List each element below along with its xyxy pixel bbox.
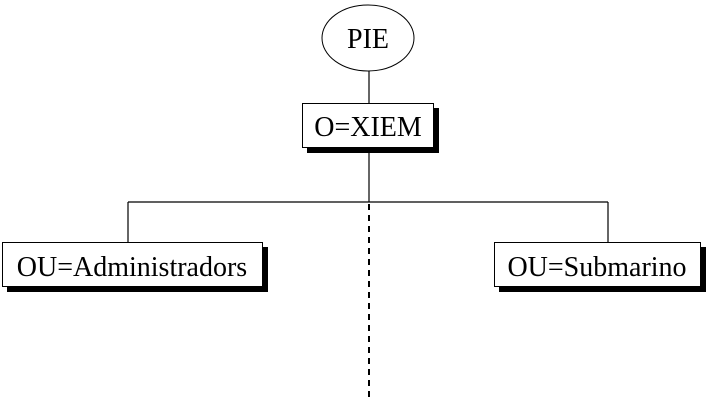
org-label: O=XIEM [314,112,422,143]
ou-administradors-label: OU=Administradors [17,252,247,283]
ou-administradors-box [2,242,263,287]
root-ellipse-shape [321,4,415,72]
root-label: PIE [347,24,389,55]
org-box-shape [302,103,434,148]
ou-submarino-label: OU=Submarino [507,252,686,283]
ou-submarino-box [494,242,701,287]
node-ou-administradors: OU=Administradors [2,242,268,292]
node-ou-submarino: OU=Submarino [494,242,706,292]
node-organization: O=XIEM [302,103,439,153]
node-root: PIE [321,4,415,72]
